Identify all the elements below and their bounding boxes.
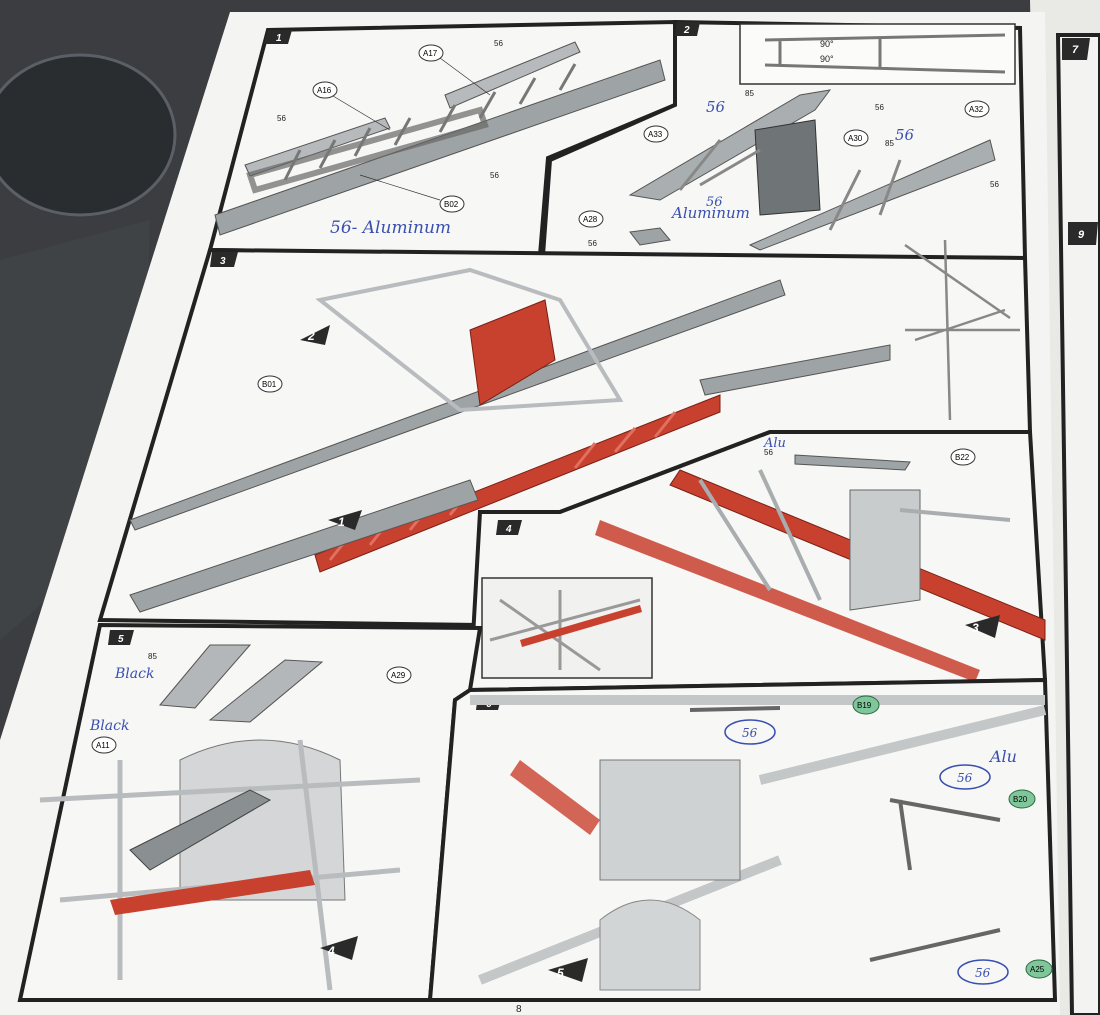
handwritten-56: 56 — [742, 726, 758, 740]
color-ref-85: 85 — [745, 89, 754, 98]
handwritten-aluminum: Aluminum — [670, 204, 750, 222]
callout-a30: A30 — [848, 134, 863, 143]
inset-top-view-step3 — [904, 239, 1020, 421]
color-ref-56: 56 — [588, 239, 597, 248]
sub-ref-arrow-2 — [300, 325, 330, 345]
step-4-panel: 4 B22 56 Alu 3 — [467, 430, 1048, 693]
step-2-number: 2 — [683, 25, 690, 36]
sub-ref-4: 4 — [327, 944, 335, 958]
color-ref-56: 56 — [490, 171, 499, 180]
step-3-panel: 3 B01 2 1 — [97, 239, 1033, 628]
handwritten-56: 56 — [706, 195, 723, 210]
next-page-panel — [1055, 33, 1100, 1015]
callout-a32: A32 — [969, 105, 984, 114]
bulkhead-step4 — [849, 489, 921, 611]
angle-label: 90° — [820, 39, 834, 49]
sub-ref-5: 5 — [557, 966, 564, 980]
color-ref-56: 56 — [875, 103, 884, 112]
step-5-panel: 5 A29 A11 85 Black Black 4 — [17, 622, 483, 1002]
callout-a28: A28 — [583, 215, 598, 224]
part-b22 — [794, 454, 911, 471]
color-ref-56: 56 — [990, 180, 999, 189]
sub-ref-3: 3 — [972, 621, 979, 635]
spar-a17-part — [444, 41, 581, 109]
callout-a16: A16 — [317, 86, 332, 95]
inset-top-view — [739, 23, 1016, 85]
struts-b19-b20-a25 — [689, 706, 1001, 962]
fuselage-frame-right — [748, 139, 996, 251]
bulkhead-step6 — [599, 759, 741, 881]
callout-b22: B22 — [955, 453, 970, 462]
step-2-panel: 2 90° 90° A33 A30 A32 A28 85 56 56 85 56… — [540, 19, 1028, 261]
red-bulkhead — [469, 299, 556, 406]
handwritten-56: 56 — [895, 126, 915, 144]
red-spar-part — [314, 394, 721, 573]
seat-rail-a11 — [129, 789, 272, 871]
color-ref-56: 56 — [494, 39, 503, 48]
bulkhead-a30-part — [754, 119, 821, 216]
color-ref-56: 56 — [764, 448, 773, 457]
plastic-bag — [0, 53, 177, 217]
callout-a29: A29 — [391, 671, 406, 680]
handwritten-black: Black — [114, 666, 154, 682]
callout-b02: B02 — [444, 200, 459, 209]
angle-label: 90° — [820, 54, 834, 64]
part-a28 — [629, 227, 671, 246]
page-number: 8 — [516, 1004, 522, 1015]
handwritten-56: 56 — [957, 771, 973, 785]
next-step-tab-7 — [1062, 38, 1090, 60]
step-4-number: 4 — [505, 524, 512, 535]
handwritten-alu: Alu — [763, 436, 786, 451]
color-ref-85: 85 — [148, 652, 157, 661]
callout-b20: B20 — [1013, 795, 1028, 804]
lower-spar-part — [214, 59, 666, 236]
spar-a16-part — [244, 117, 391, 177]
step-1-panel: 1 A17 A16 B02 56 56 56 56- Aluminum — [207, 19, 677, 258]
callout-a25: A25 — [1030, 965, 1045, 974]
handwritten-alu: Alu — [988, 747, 1017, 766]
handwritten-note-aluminum: 56- Aluminum — [330, 218, 451, 238]
callout-b01: B01 — [262, 380, 277, 389]
next-step-7: 7 — [1072, 44, 1079, 56]
sub-ref-arrow-4 — [320, 936, 358, 960]
sub-ref-arrow-3 — [965, 615, 1000, 638]
callout-b19: B19 — [857, 701, 872, 710]
step-6-panel: 6 B19 B20 A25 56 56 56 Alu 5 — [427, 677, 1058, 1002]
part-a29-plate — [208, 659, 324, 723]
handwritten-56: 56 — [975, 966, 991, 980]
sub-ref-2: 2 — [307, 329, 315, 343]
step-5-number: 5 — [118, 634, 124, 645]
color-ref-56: 56 — [277, 114, 286, 123]
color-ref-85: 85 — [885, 139, 894, 148]
red-crossmember — [110, 870, 315, 915]
upper-spar-part — [129, 279, 786, 531]
sub-ref-1: 1 — [338, 515, 345, 529]
fuselage-frame-left — [628, 89, 832, 201]
sub-ref-arrow-5 — [548, 958, 588, 982]
callout-a17: A17 — [423, 49, 438, 58]
handwritten-56: 56 — [706, 98, 726, 116]
handwritten-black: Black — [89, 718, 129, 734]
callout-a11: A11 — [96, 741, 110, 750]
callout-a33: A33 — [648, 130, 663, 139]
next-step-tab-9 — [1068, 222, 1098, 245]
step-1-number: 1 — [276, 33, 282, 44]
part-85-plate — [159, 644, 252, 709]
next-step-9: 9 — [1078, 229, 1085, 241]
step-3-number: 3 — [220, 256, 226, 267]
sub-ref-arrow-1 — [328, 510, 362, 530]
